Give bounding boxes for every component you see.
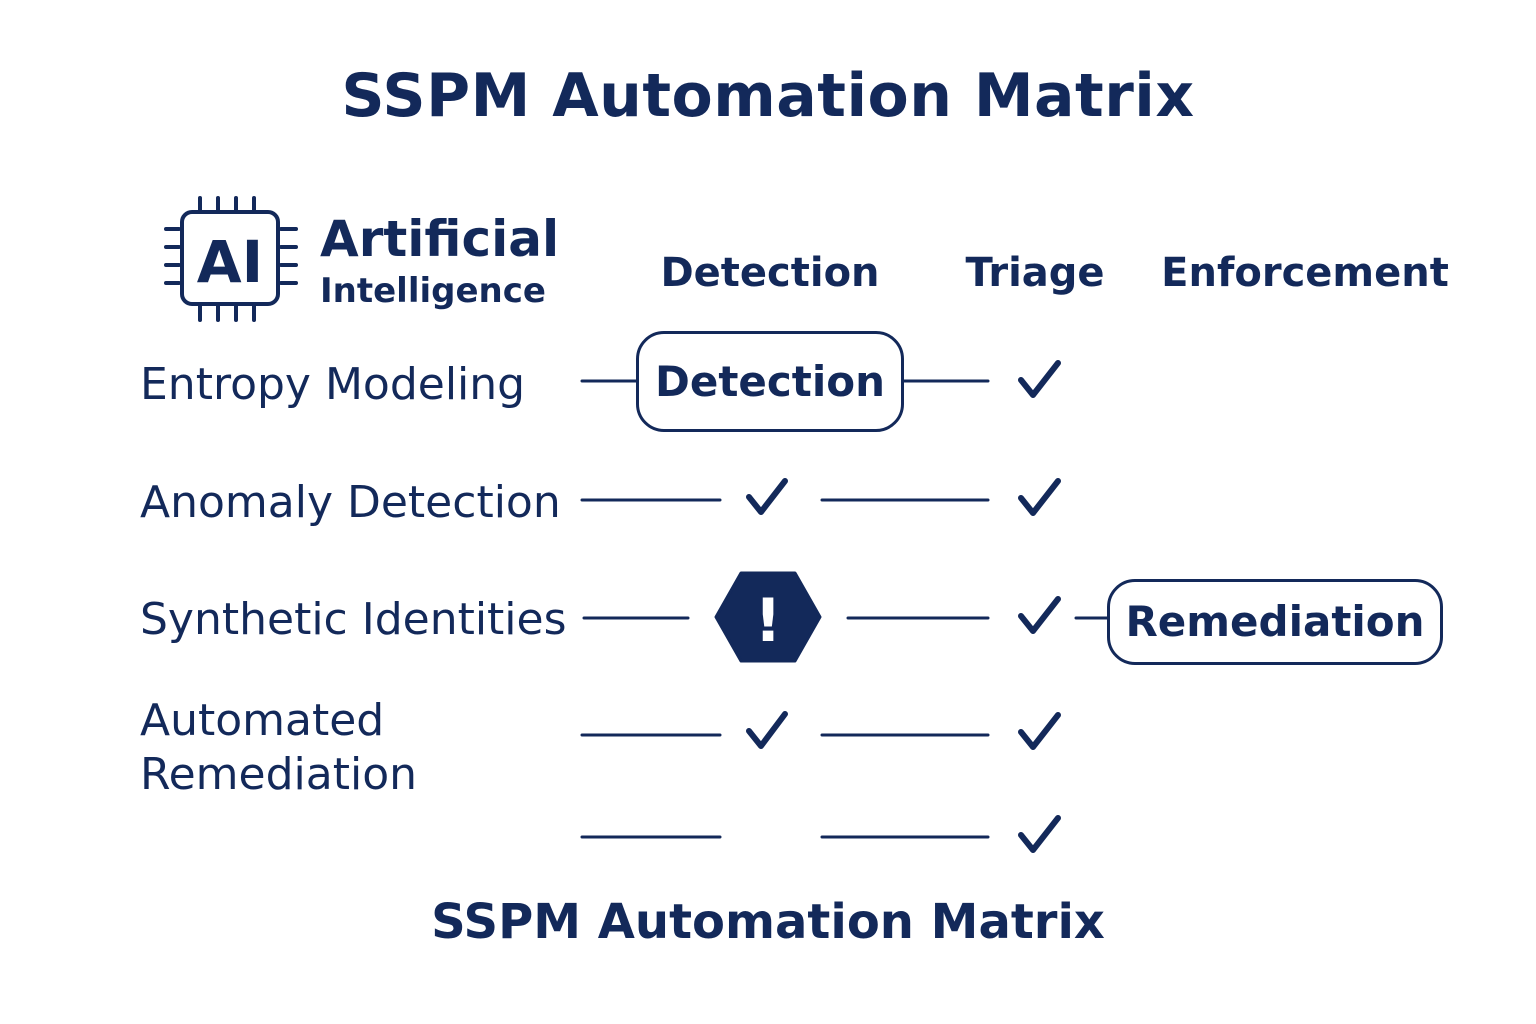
check-icon [1018,815,1061,853]
check-icon [1018,712,1061,750]
remediation-callout: Remediation [1107,579,1443,665]
ai-chip-icon: AI [164,196,298,322]
row-label-automated-remediation: Automated Remediation [140,694,417,802]
ai-chip-text: AI [197,228,263,296]
column-header-enforcement: Enforcement [1161,250,1449,296]
check-icon [1018,596,1061,634]
row-label-synthetic-identities: Synthetic Identities [140,594,567,645]
footer-title: SSPM Automation Matrix [431,894,1105,950]
detection-callout: Detection [636,331,904,432]
check-icon [746,711,788,749]
check-icon [1018,360,1061,398]
brand-line2: Intelligence [320,271,546,311]
row-label-line2: Remediation [140,749,417,800]
column-header-detection: Detection [660,250,880,296]
alert-symbol: ! [754,586,781,656]
row-label-line1: Automated [140,695,385,746]
check-icon [746,478,788,515]
column-header-triage: Triage [965,250,1105,296]
check-icon [1018,478,1061,516]
row-label-entropy-modeling: Entropy Modeling [140,359,526,410]
row-label-anomaly-detection: Anomaly Detection [140,477,561,528]
page-title: SSPM Automation Matrix [341,61,1195,131]
brand-line1: Artificial [320,210,560,268]
alert-hexagon-icon: ! [714,571,822,663]
